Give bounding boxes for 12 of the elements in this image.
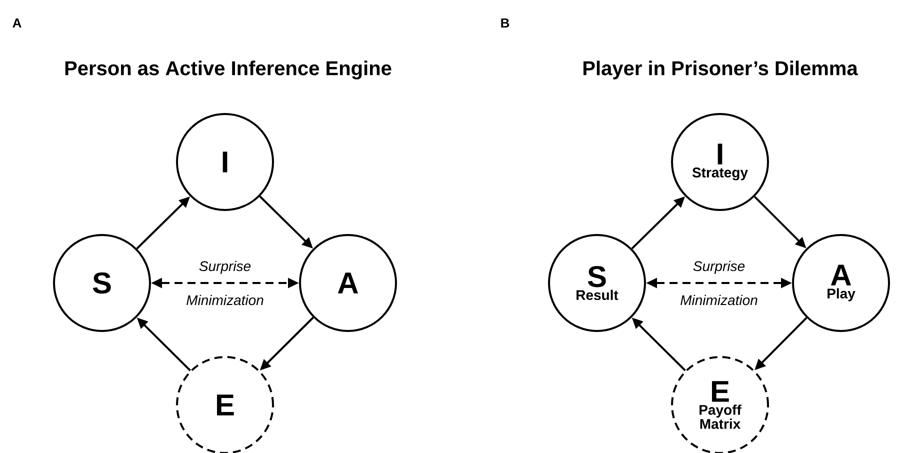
edge-label: Surprise Minimization: [680, 260, 758, 306]
circle-node: A Play: [792, 234, 890, 332]
circle-node: S Result: [548, 234, 646, 332]
panel-title: Person as Active Inference Engine: [65, 60, 392, 80]
circle-node: I: [176, 113, 274, 211]
edge-label: Surprise Minimization: [186, 260, 264, 306]
circle-node: A: [299, 234, 397, 332]
panel-title: Player in Prisoner’s Dilemma: [584, 60, 858, 80]
panel-letter: A: [12, 18, 22, 28]
circle-node: I Strategy: [671, 113, 769, 211]
circle-node: S: [53, 234, 151, 332]
panel-letter: B: [501, 18, 510, 28]
